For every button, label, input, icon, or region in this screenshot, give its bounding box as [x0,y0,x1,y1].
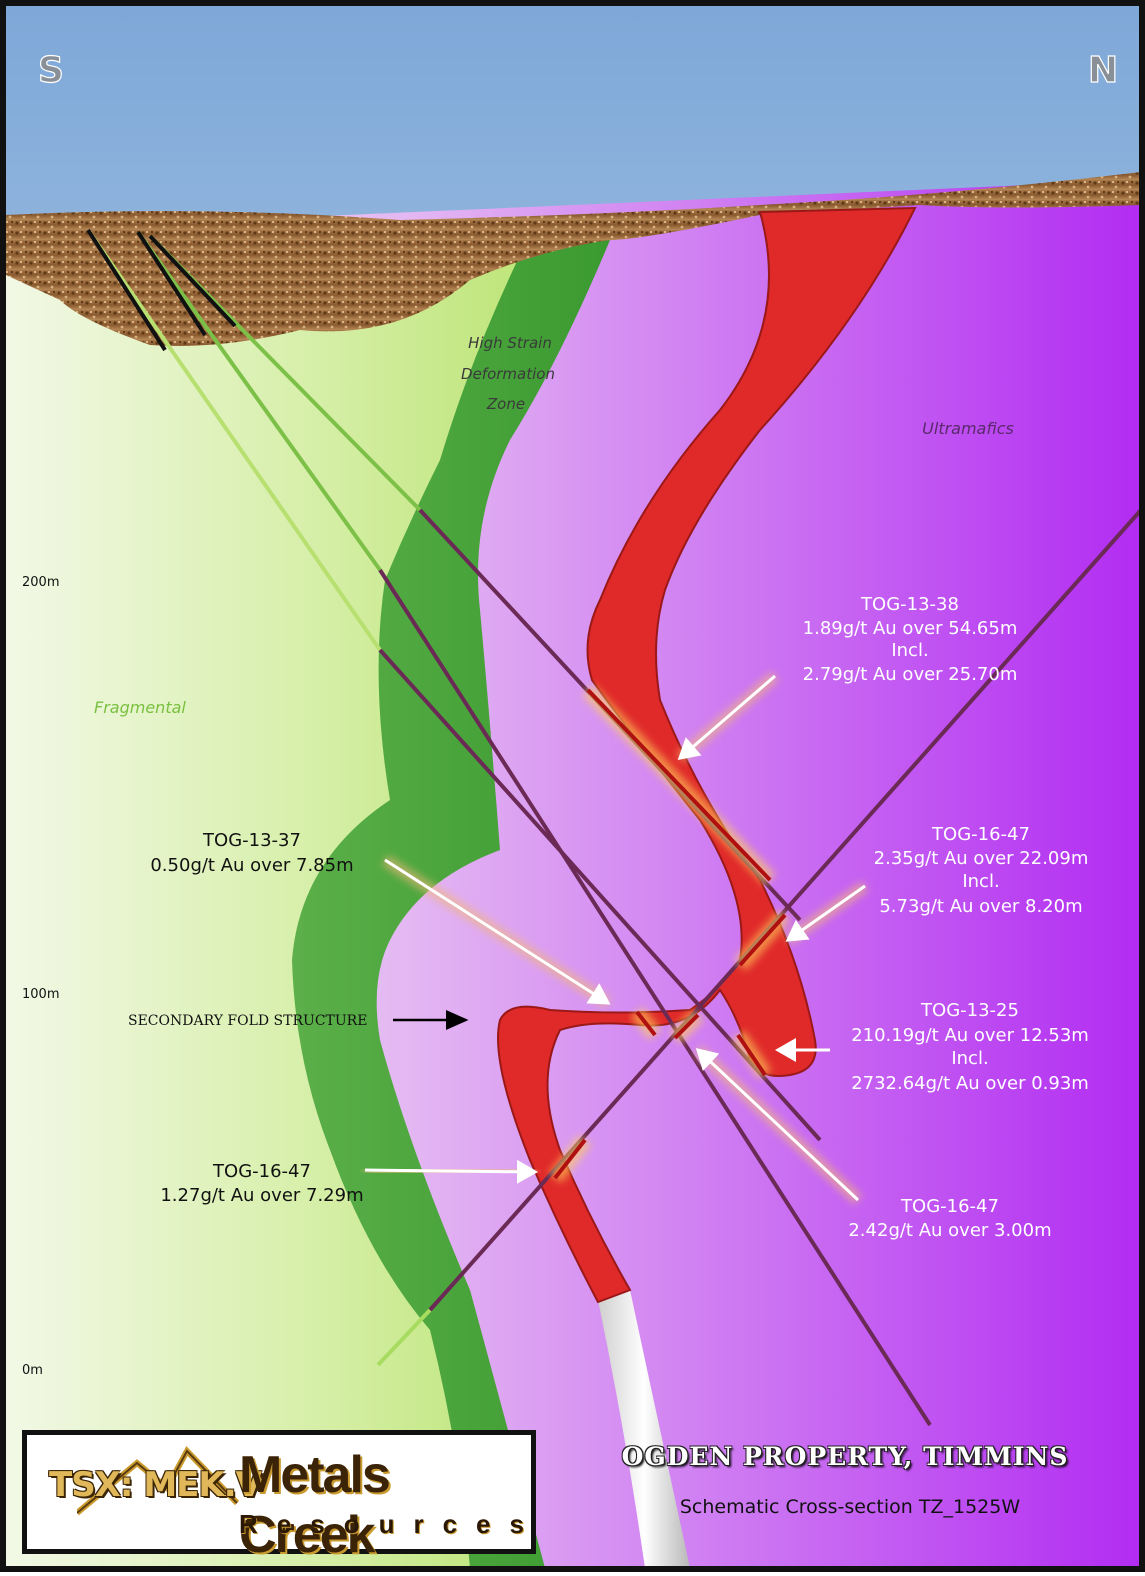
secondary-fold-label: SECONDARY FOLD STRUCTURE [128,1013,367,1029]
callout-assay: 2.35g/t Au over 22.09m [874,848,1089,869]
unit-label-fragmental: Fragmental [94,698,186,717]
callout-hole: TOG-13-25 [920,1000,1019,1021]
compass-north: N [1088,50,1118,91]
unit-label-high-strain-1: High Strain [468,334,552,352]
callout-hole: TOG-16-47 [212,1161,311,1182]
logo-company-name: Metals Creek [239,1445,531,1565]
company-logo: TSX: MEK.V Metals Creek Resources [22,1430,536,1554]
unit-label-high-strain-2: Deformation [461,365,555,383]
diagram-title: OGDEN PROPERTY, TIMMINS [620,1442,1070,1471]
callout-assay: 0.50g/t Au over 7.85m [150,855,353,876]
callout-assay-incl: 2.79g/t Au over 25.70m [803,664,1018,685]
callout-hole: TOG-13-38 [860,594,959,615]
callout-assay: 2.42g/t Au over 3.00m [848,1220,1051,1241]
callout-hole: TOG-16-47 [900,1196,999,1217]
callout-assay: 1.89g/t Au over 54.65m [803,618,1018,639]
callout-incl: Incl. [962,871,999,892]
depth-label-0m: 0m [22,1363,43,1378]
compass-south: S [38,50,64,91]
logo-company-sub: Resources [239,1509,543,1540]
depth-label-200m: 200m [22,575,59,590]
unit-label-high-strain-3: Zone [486,395,525,413]
callout-incl: Incl. [951,1048,988,1069]
callout-incl: Incl. [891,640,928,661]
callout-hole: TOG-16-47 [931,824,1030,845]
logo-ticker: TSX: MEK.V [49,1465,261,1505]
diagram-subtitle: Schematic Cross-section TZ_1525W [620,1496,1080,1518]
callout-assay: 1.27g/t Au over 7.29m [160,1185,363,1206]
callout-assay-incl: 2732.64g/t Au over 0.93m [851,1073,1089,1094]
unit-label-ultramafics: Ultramafics [922,419,1014,438]
callout-assay: 210.19g/t Au over 12.53m [851,1025,1089,1046]
callout-assay-incl: 5.73g/t Au over 8.20m [879,896,1082,917]
callout-hole: TOG-13-37 [202,830,301,851]
depth-label-100m: 100m [22,987,59,1002]
arrow-tog-16-47-b [365,1170,535,1172]
